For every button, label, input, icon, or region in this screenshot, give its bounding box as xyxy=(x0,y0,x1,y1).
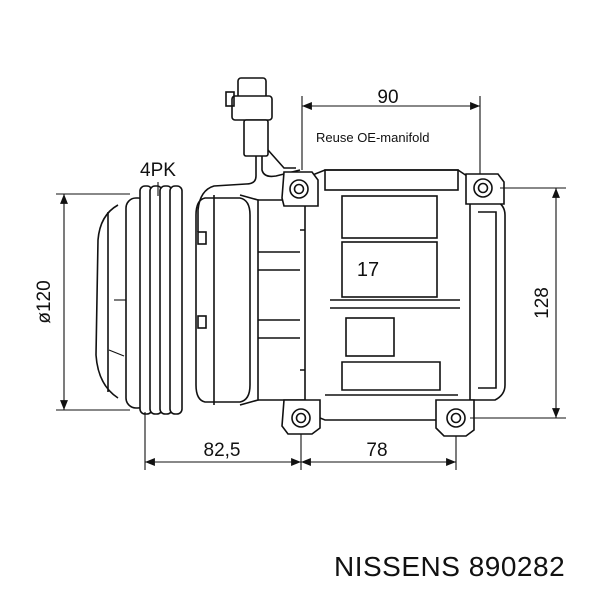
electrical-connector xyxy=(197,77,301,232)
part-number: 890282 xyxy=(468,551,566,582)
product-caption: NISSENS 890282 xyxy=(334,551,565,583)
mounting-ear-bottom-left xyxy=(281,399,321,435)
dimension-pulley-diameter-label: ø120 xyxy=(34,280,55,323)
pulley xyxy=(95,185,183,415)
dimension-bottom: 82,5 78 xyxy=(144,412,457,470)
compressor-body xyxy=(304,169,506,421)
dimension-pulley-diameter: ø120 xyxy=(34,193,130,411)
port-number-label: 17 xyxy=(357,259,379,281)
front-housing xyxy=(195,194,311,406)
dimension-height-label: 128 xyxy=(532,287,553,319)
mounting-ear-bottom-right xyxy=(435,399,475,437)
mounting-ear-top-left xyxy=(281,171,319,207)
dimension-top-width: 90 xyxy=(301,87,481,174)
brand-name: NISSENS xyxy=(334,551,461,582)
mounting-ear-top-right xyxy=(465,173,505,205)
manifold-note: Reuse OE-manifold xyxy=(316,130,429,145)
dimension-right-bottom-label: 78 xyxy=(366,440,387,461)
belt-type-label: 4PK xyxy=(140,160,176,181)
dimension-height: 128 xyxy=(470,187,566,419)
dimension-left-bottom-label: 82,5 xyxy=(204,440,241,461)
dimension-top-width-label: 90 xyxy=(377,87,398,108)
